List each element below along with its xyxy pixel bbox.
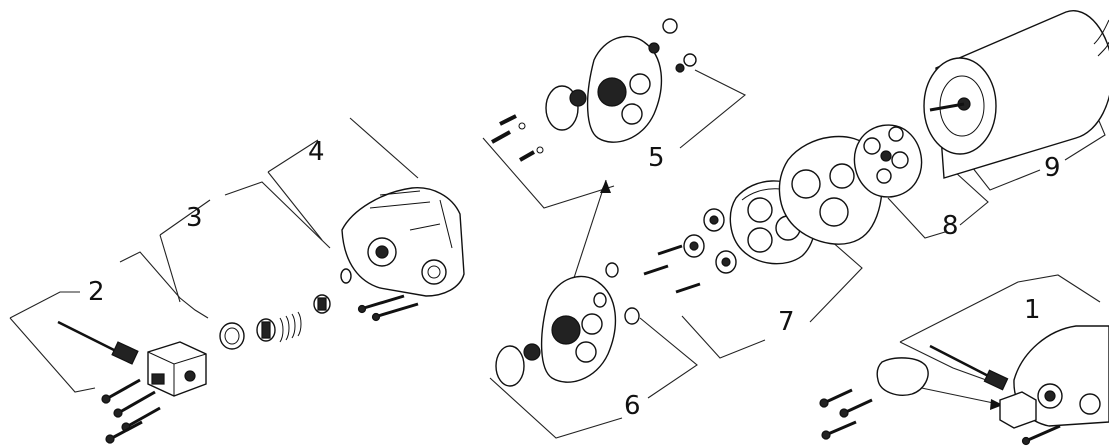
callout-lines: [9, 69, 1106, 439]
assembled-pump-head: [876, 325, 1109, 446]
callout-8: 8: [942, 211, 959, 241]
upper-valve-assembly: [491, 18, 697, 162]
screws-group-2: [101, 378, 161, 444]
screws-group-1: [819, 388, 873, 440]
callout-9: 9: [1044, 153, 1061, 183]
callout-1: 1: [1024, 295, 1041, 325]
callout-5: 5: [648, 143, 665, 173]
callout-6: 6: [624, 391, 641, 421]
pressure-switch-assembly: [57, 320, 207, 397]
callout-2: 2: [88, 277, 105, 307]
callout-4: 4: [308, 137, 325, 167]
check-valve-assembly: [219, 268, 352, 350]
cam-bearing-assembly: [853, 124, 923, 198]
electric-motor: [923, 10, 1109, 179]
callout-7: 7: [778, 307, 795, 337]
lower-valve-assembly: [495, 262, 640, 387]
callout-3: 3: [186, 203, 203, 233]
pump-head-housing: [341, 187, 465, 322]
